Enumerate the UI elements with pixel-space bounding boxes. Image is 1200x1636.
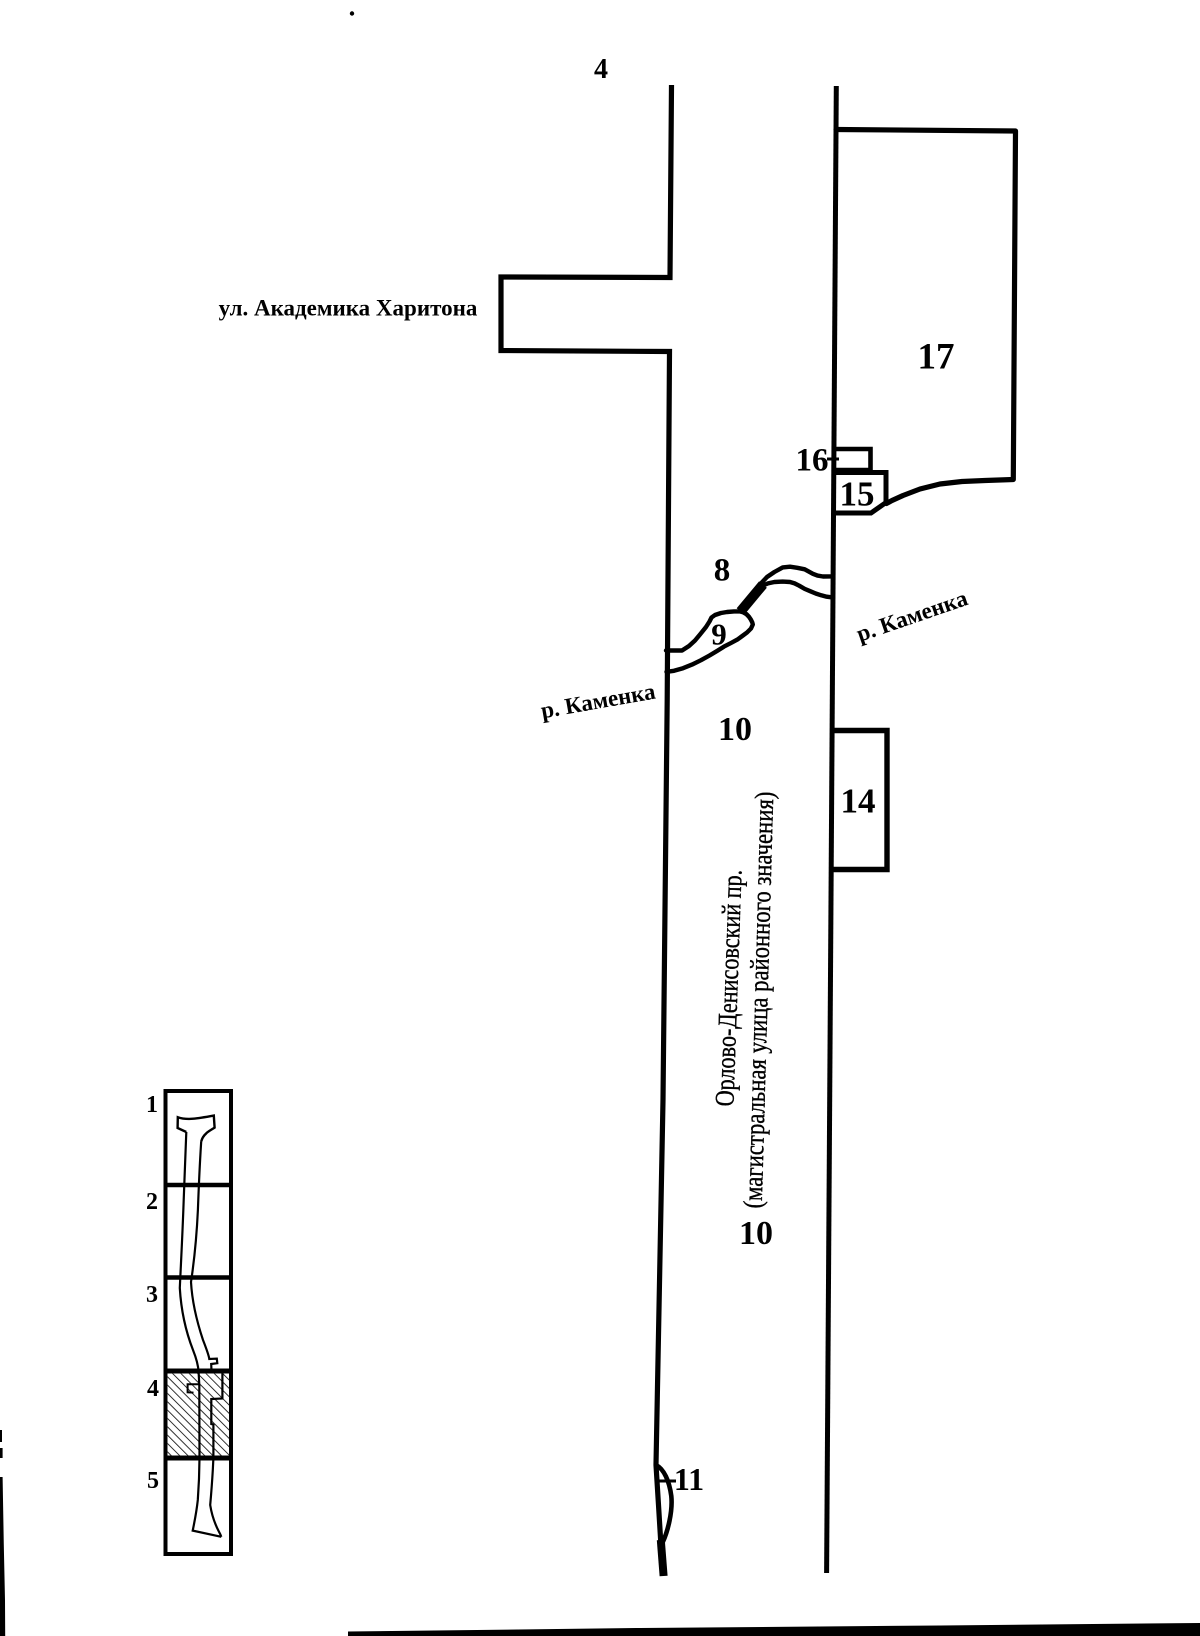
index-mini-road-head <box>176 1114 216 1142</box>
parcel-16-box <box>836 446 873 473</box>
parcel-15-box <box>836 470 889 516</box>
index-row-3-label: 3 <box>146 1282 158 1308</box>
river-upper-south-edge <box>761 579 833 600</box>
parcel-11-label: 11 <box>673 1461 705 1497</box>
index-mini-road-right <box>189 1141 224 1538</box>
river-pond-outline <box>663 609 755 674</box>
index-row-4-label: 4 <box>147 1376 159 1402</box>
parcel-14-box <box>832 727 890 873</box>
scan-speck <box>349 11 355 16</box>
scan-bottom-edge <box>348 1623 1200 1636</box>
parcel-8-label: 8 <box>713 552 731 589</box>
road-left-lens <box>654 1462 674 1543</box>
parcel-15-label: 15 <box>839 474 875 514</box>
parcel-14-label: 14 <box>840 781 876 821</box>
index-map-frame <box>163 1089 233 1556</box>
parcel-10-upper-label: 10 <box>718 711 752 748</box>
parcel-16-label: 16 <box>795 442 829 479</box>
street-label: ул. Академика Харитона <box>218 295 478 321</box>
river-upper-north-edge <box>759 564 833 585</box>
page-number: 4 <box>594 54 608 85</box>
scan-left-edge <box>0 1477 6 1636</box>
index-mini-road-left <box>178 1131 222 1538</box>
road-right-boundary <box>824 85 839 1574</box>
index-row-5-label: 5 <box>147 1468 159 1494</box>
scan-left-tick-1 <box>0 1430 2 1442</box>
road-left-end-stub <box>656 1539 668 1577</box>
parcel-9-label: 9 <box>711 616 727 652</box>
road-left-boundary <box>498 84 675 1542</box>
parcel-17-label: 17 <box>917 336 955 378</box>
parcel-10-lower-label: 10 <box>739 1215 773 1252</box>
parcel-17-outline <box>833 126 1019 507</box>
index-row-2-label: 2 <box>146 1189 158 1215</box>
river-neck <box>736 581 767 615</box>
scan-left-tick-2 <box>0 1448 3 1458</box>
index-mini-mark <box>186 1383 199 1394</box>
index-row-1-label: 1 <box>146 1092 158 1118</box>
